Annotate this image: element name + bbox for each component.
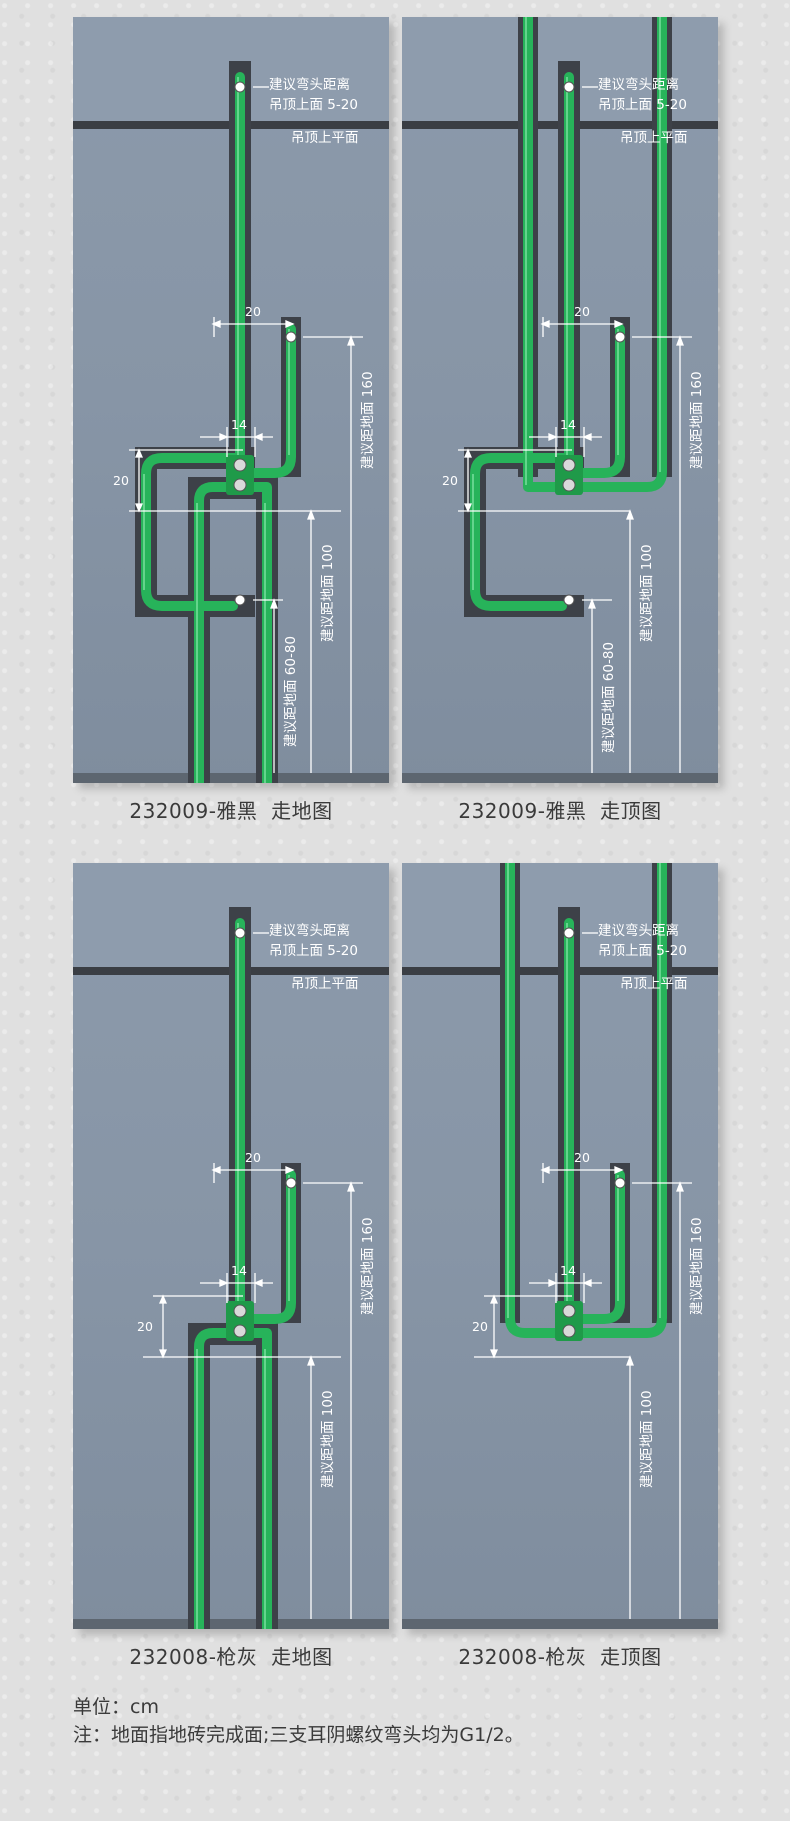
ceiling-plane-label: 吊顶上平面: [291, 976, 359, 992]
plumbing-drawing: [73, 863, 389, 1629]
floor-line: [73, 773, 389, 783]
plumbing-drawing: [402, 17, 718, 783]
ceiling-note-line2: 吊顶上面 5-20: [598, 943, 687, 959]
dim-14: 14: [231, 417, 247, 432]
dim-100-label: 建议距地面 100: [639, 1390, 655, 1488]
valve-body: [226, 1301, 254, 1341]
caption-model: 232008-枪灰: [458, 1645, 587, 1669]
ceiling-note-line1: 建议弯头距离: [269, 77, 350, 93]
diagram-232009-ceiling: 建议弯头距离 吊顶上面 5-20 吊顶上平面 20 14 20 建议距地面 16…: [402, 17, 724, 789]
dim-20-top: 20: [245, 1150, 261, 1165]
valve-body: [555, 1301, 583, 1341]
caption-model: 232009-雅黑: [129, 799, 258, 823]
diagram-232009-floor: 建议弯头距离 吊顶上面 5-20 吊顶上平面 20 14 20 建议距地面 16…: [73, 17, 395, 789]
remark-note: 注：地面指地砖完成面;三支耳阴螺纹弯头均为G1/2。: [73, 1724, 524, 1746]
dim-20-side: 20: [442, 473, 458, 488]
dim-20-side: 20: [113, 473, 129, 488]
caption-232009-floor: 232009-雅黑 走地图: [73, 795, 389, 824]
floor-line: [402, 1619, 718, 1629]
dim-160-label: 建议距地面 160: [360, 1217, 376, 1315]
dim-14: 14: [560, 1263, 576, 1278]
ceiling-note-line1: 建议弯头距离: [598, 923, 679, 939]
dim-160-label: 建议距地面 160: [689, 1217, 705, 1315]
ceiling-note-line2: 吊顶上面 5-20: [598, 97, 687, 113]
wall-panel: 建议弯头距离 吊顶上面 5-20 吊顶上平面 20 14 20 建议距地面 16…: [73, 863, 389, 1629]
dim-20-side: 20: [472, 1319, 488, 1334]
unit-note: 单位：cm: [73, 1696, 159, 1718]
dim-20-side: 20: [137, 1319, 153, 1334]
ceiling-plane-label: 吊顶上平面: [620, 130, 688, 146]
plumbing-drawing: [402, 863, 718, 1629]
dim-20-top: 20: [245, 304, 261, 319]
ceiling-plane-label: 吊顶上平面: [620, 976, 688, 992]
caption-model: 232008-枪灰: [129, 1645, 258, 1669]
valve-body: [226, 455, 254, 495]
dim-20-top: 20: [574, 304, 590, 319]
wall-panel: 建议弯头距离 吊顶上面 5-20 吊顶上平面 20 14 20 建议距地面 16…: [402, 863, 718, 1629]
dim-20-top: 20: [574, 1150, 590, 1165]
floor-line: [402, 773, 718, 783]
caption-232009-ceiling: 232009-雅黑 走顶图: [402, 795, 718, 824]
caption-type: 走地图: [271, 799, 333, 823]
dim-60-80-label: 建议距地面 60-80: [601, 641, 617, 753]
floor-line: [73, 1619, 389, 1629]
ceiling-note-line2: 吊顶上面 5-20: [269, 97, 358, 113]
dim-14: 14: [560, 417, 576, 432]
diagram-232008-floor: 建议弯头距离 吊顶上面 5-20 吊顶上平面 20 14 20 建议距地面 16…: [73, 863, 395, 1635]
dim-160-label: 建议距地面 160: [689, 371, 705, 469]
notes: 单位：cm 注：地面指地砖完成面;三支耳阴螺纹弯头均为G1/2。: [73, 1693, 524, 1749]
caption-type: 走顶图: [600, 1645, 662, 1669]
dim-100-label: 建议距地面 100: [320, 544, 336, 642]
wall-panel: 建议弯头距离 吊顶上面 5-20 吊顶上平面 20 14 20 建议距地面 16…: [402, 17, 718, 783]
caption-type: 走顶图: [600, 799, 662, 823]
plumbing-drawing: [73, 17, 389, 783]
diagram-232008-ceiling: 建议弯头距离 吊顶上面 5-20 吊顶上平面 20 14 20 建议距地面 16…: [402, 863, 724, 1635]
dim-160-label: 建议距地面 160: [360, 371, 376, 469]
ceiling-plane-label: 吊顶上平面: [291, 130, 359, 146]
ceiling-note-line1: 建议弯头距离: [269, 923, 350, 939]
dim-14: 14: [231, 1263, 247, 1278]
ceiling-note-line2: 吊顶上面 5-20: [269, 943, 358, 959]
wall-panel: 建议弯头距离 吊顶上面 5-20 吊顶上平面 20 14 20 建议距地面 16…: [73, 17, 389, 783]
dim-60-80-label: 建议距地面 60-80: [283, 635, 299, 747]
caption-232008-floor: 232008-枪灰 走地图: [73, 1641, 389, 1670]
caption-232008-ceiling: 232008-枪灰 走顶图: [402, 1641, 718, 1670]
valve-body: [555, 455, 583, 495]
ceiling-note-line1: 建议弯头距离: [598, 77, 679, 93]
caption-type: 走地图: [271, 1645, 333, 1669]
dim-100-label: 建议距地面 100: [639, 544, 655, 642]
dim-100-label: 建议距地面 100: [320, 1390, 336, 1488]
caption-model: 232009-雅黑: [458, 799, 587, 823]
